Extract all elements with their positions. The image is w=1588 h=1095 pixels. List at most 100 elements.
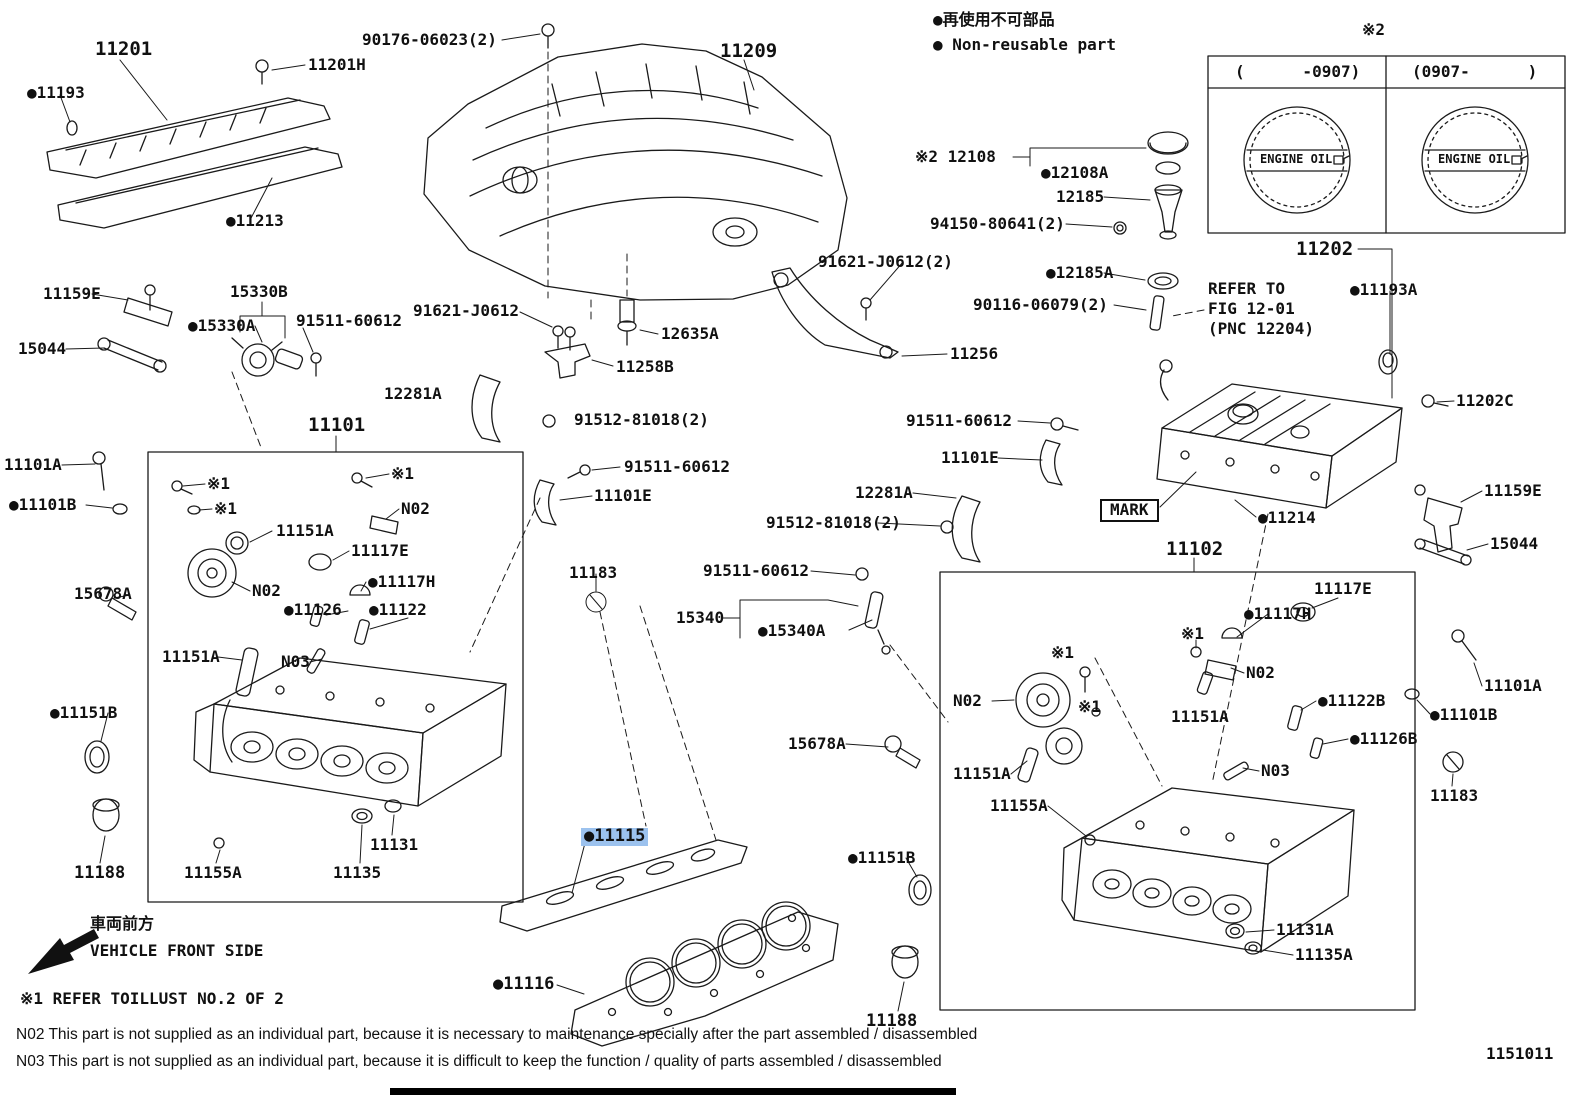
part-label-12108A: ●12108A — [1041, 163, 1109, 182]
part-label-12281A-left: 12281A — [384, 384, 442, 403]
part-label-11183-center: 11183 — [569, 563, 618, 582]
part-label-11101E-right: 11101E — [941, 448, 999, 467]
part-label-12185: 12185 — [1056, 187, 1105, 206]
marker-n02-b: N02 — [252, 581, 281, 600]
part-label-12185A: ●12185A — [1046, 263, 1114, 282]
part-label-11117H-left: ●11117H — [368, 572, 436, 591]
part-label-91512-81018-a: 91512-81018(2) — [574, 410, 709, 429]
part-label-11122B: ●11122B — [1318, 691, 1386, 710]
engine-oil-cap-text-2: ENGINE OIL — [1438, 152, 1511, 166]
part-label-11151A-b: 11151A — [162, 647, 220, 666]
marker-star1-a: ※1 — [207, 474, 231, 493]
part-label-11101: 11101 — [308, 414, 366, 436]
part-label-11155A-right: 11155A — [990, 796, 1048, 815]
part-label-11101A-right: 11101A — [1484, 676, 1542, 695]
part-label-11115: ●11115 — [581, 827, 649, 846]
part-label-11131: 11131 — [370, 835, 419, 854]
part-label-15678A-right: 15678A — [788, 734, 846, 753]
part-label-11159E-right: 11159E — [1484, 481, 1542, 500]
refer-note-line1: REFER TO — [1208, 279, 1286, 298]
leader-lines — [59, 33, 1489, 1012]
part-label-15044-right: 15044 — [1490, 534, 1539, 553]
part-label-90116-06079: 90116-06079(2) — [973, 295, 1108, 314]
part-label-91511-60612-c: 91511-60612 — [624, 457, 730, 476]
legend-nonreusable-jp: ●再使用不可部品 — [933, 10, 1055, 29]
part-label-11193: ●11193 — [27, 83, 85, 102]
part-label-91512-81018-b: 91512-81018(2) — [766, 513, 901, 532]
gasket-11116-art — [570, 901, 839, 1047]
part-label-11101B-right: ●11101B — [1430, 705, 1498, 724]
gasket-11115-art — [499, 839, 748, 932]
left-assembly-box — [147, 451, 524, 903]
marker-star1-c: ※1 — [214, 499, 238, 518]
marker-star1-f: ※1 — [1078, 697, 1102, 716]
part-label-11102: 11102 — [1166, 538, 1224, 560]
inset-marker: ※2 — [1362, 20, 1386, 39]
part-label-11117E-right: 11117E — [1314, 579, 1372, 598]
part-label-90176-06023: 90176-06023(2) — [362, 30, 497, 49]
mark-box: MARK — [1100, 499, 1159, 522]
part-label-11213: ●11213 — [226, 211, 284, 230]
vehicle-front-jp: 車両前方 — [90, 914, 155, 933]
part-label-11117E-left: 11117E — [351, 541, 409, 560]
part-label-12281A-right: 12281A — [855, 483, 913, 502]
part-label-91511-60612-a: 91511-60612 — [296, 311, 402, 330]
part-label-91621-J0612: 91621-J0612 — [413, 301, 519, 320]
part-label-11151A-d: 11151A — [1171, 707, 1229, 726]
part-label-11209: 11209 — [720, 40, 778, 62]
legend-nonreusable-en: ● Non-reusable part — [933, 35, 1117, 54]
part-label-11202: 11202 — [1296, 238, 1354, 260]
part-label-11159E-left: 11159E — [43, 284, 101, 303]
engine-cover-art — [423, 43, 848, 301]
part-label-15340A: ●15340A — [758, 621, 826, 640]
marker-n03-left: N03 — [281, 652, 310, 671]
marker-star1-b: ※1 — [391, 464, 415, 483]
part-label-11101E-center: 11101E — [594, 486, 652, 505]
marker-n02-d: N02 — [953, 691, 982, 710]
left-cylinder-head-art — [193, 657, 507, 807]
part-label-94150-80641: 94150-80641(2) — [930, 214, 1065, 233]
part-label-12635A: 12635A — [661, 324, 719, 343]
vehicle-front-arrow — [28, 929, 99, 974]
part-label-11151A-c: 11151A — [953, 764, 1011, 783]
note-n02: N02 This part is not supplied as an indi… — [16, 1026, 978, 1043]
part-label-11135: 11135 — [333, 863, 382, 882]
part-label-11126B: ●11126B — [1350, 729, 1418, 748]
drawing-number: 1151011 — [1486, 1044, 1554, 1063]
part-label-11135A: 11135A — [1295, 945, 1353, 964]
footnotes: N02 This part is not supplied as an indi… — [16, 1022, 1468, 1075]
part-label-11155A-left: 11155A — [184, 863, 242, 882]
part-label-11151A-a: 11151A — [276, 521, 334, 540]
part-label-11151B-right: ●11151B — [848, 848, 916, 867]
part-label-11183-right: 11183 — [1430, 786, 1479, 805]
engine-oil-cap-text-1: ENGINE OIL — [1260, 152, 1333, 166]
right-assembly-box — [939, 571, 1416, 1011]
note-n03: N03 This part is not supplied as an indi… — [16, 1052, 942, 1070]
dashed-lines — [231, 51, 1269, 841]
marker-star1-d: ※1 — [1181, 624, 1205, 643]
cam-cover-art — [46, 97, 343, 229]
marker-star1-e: ※1 — [1051, 643, 1075, 662]
inset-header-left: ( -0907) — [1235, 62, 1361, 81]
part-label-11117H-right: ●11117H — [1244, 604, 1312, 623]
note-star1: ※1 REFER TOILLUST NO.2 OF 2 — [20, 989, 284, 1008]
part-label-11188-right: 11188 — [866, 1011, 918, 1031]
page-edge-bar — [390, 1088, 956, 1095]
marker-n02-c: N02 — [1246, 663, 1275, 682]
part-label-11202C: 11202C — [1456, 391, 1514, 410]
refer-note-line3: (PNC 12204) — [1208, 319, 1314, 338]
part-label-11151B-left: ●11151B — [50, 703, 118, 722]
small-parts-art — [66, 23, 1477, 979]
part-label-15330B: 15330B — [230, 282, 288, 301]
marker-n03-right: N03 — [1261, 761, 1290, 780]
part-label-11101B-left: ●11101B — [9, 495, 77, 514]
part-label-15340: 15340 — [676, 608, 725, 627]
part-label-15678A-left: 15678A — [74, 584, 132, 603]
part-label-11258B: 11258B — [616, 357, 674, 376]
part-label-15044-left: 15044 — [18, 339, 67, 358]
part-label-11188-left: 11188 — [74, 863, 126, 883]
part-label-15330A: ●15330A — [188, 316, 256, 335]
part-label-91511-60612-b: 91511-60612 — [906, 411, 1012, 430]
part-label-91621-J0612-2: 91621-J0612(2) — [818, 252, 953, 271]
part-label-91511-60612-d: 91511-60612 — [703, 561, 809, 580]
